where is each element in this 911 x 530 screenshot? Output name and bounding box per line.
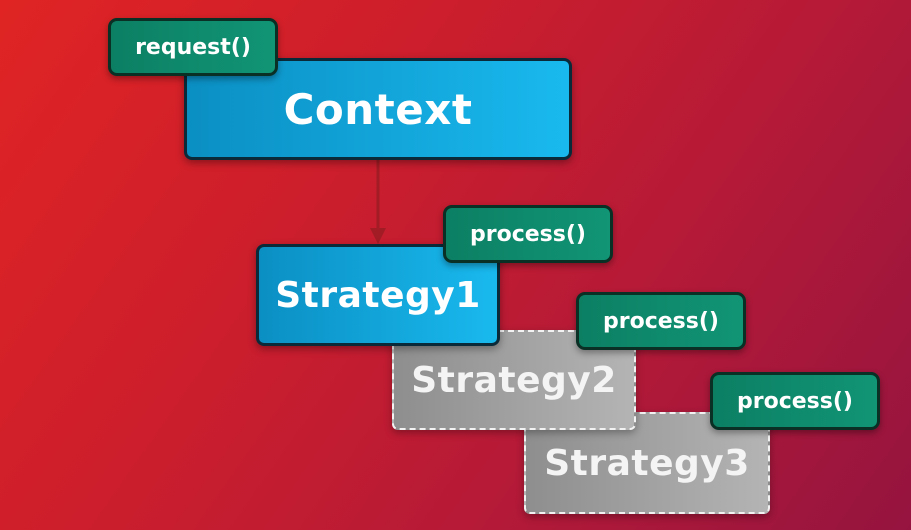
context-label: Context bbox=[283, 84, 473, 134]
strategy2-method-label: process() bbox=[603, 308, 719, 334]
strategy2-box: Strategy2 bbox=[392, 330, 636, 430]
strategy1-method-label: process() bbox=[470, 221, 586, 247]
strategy2-label: Strategy2 bbox=[411, 359, 617, 401]
strategy3-method-tag: process() bbox=[710, 372, 880, 430]
context-method-tag: request() bbox=[108, 18, 278, 76]
strategy3-method-label: process() bbox=[737, 388, 853, 414]
arrow-head bbox=[370, 228, 386, 244]
strategy1-method-tag: process() bbox=[443, 205, 613, 263]
strategy1-label: Strategy1 bbox=[275, 274, 481, 316]
strategy3-label: Strategy3 bbox=[544, 442, 750, 484]
strategy2-method-tag: process() bbox=[576, 292, 746, 350]
context-method-label: request() bbox=[135, 34, 251, 60]
